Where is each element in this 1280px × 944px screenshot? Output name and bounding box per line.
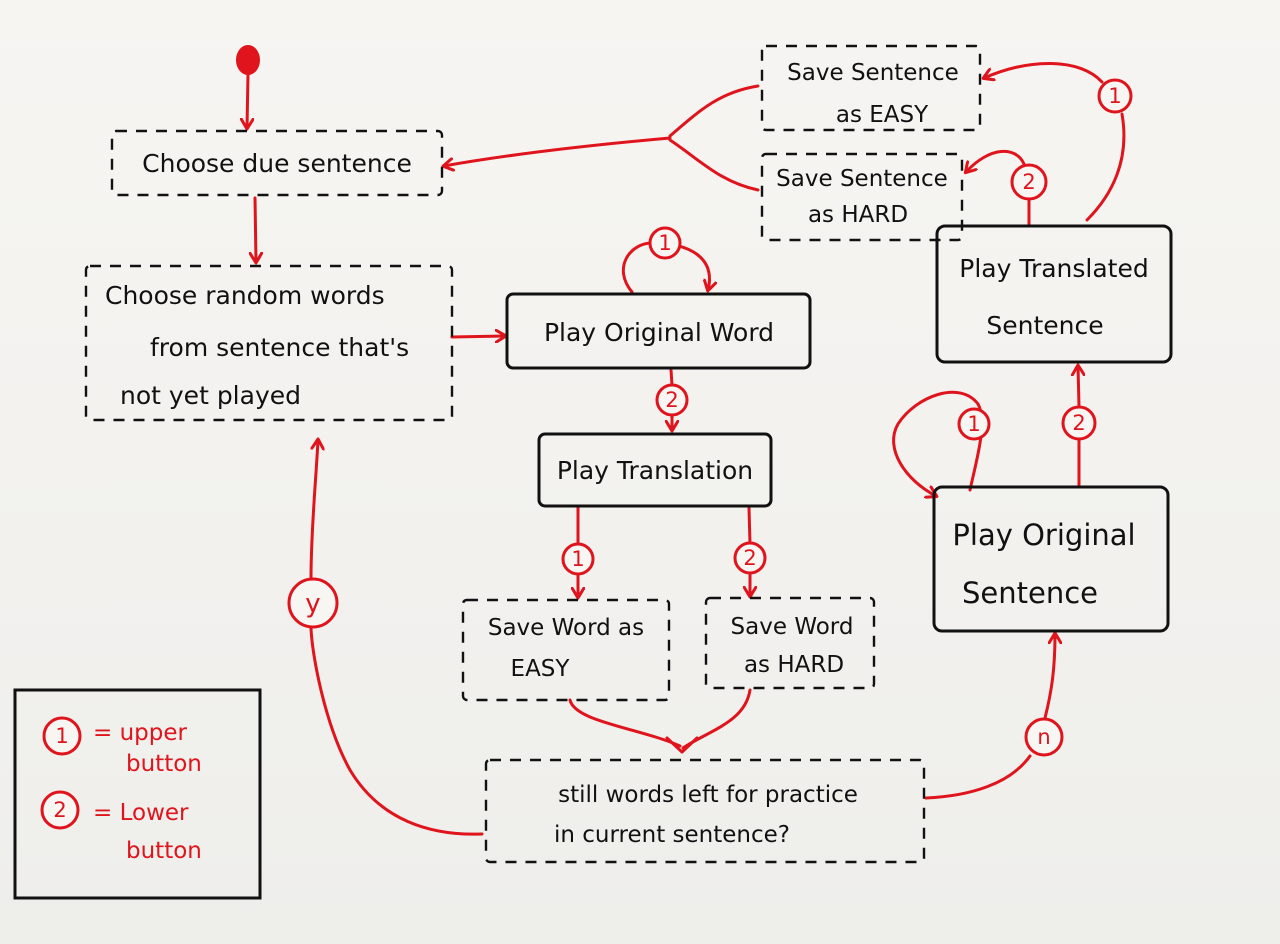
- edge-label-translated-hard: 2: [1010, 163, 1048, 201]
- node-choose-random-line1: Choose random words: [105, 281, 385, 310]
- node-save-word-hard-line2: as HARD: [744, 652, 844, 678]
- svg-text:n: n: [1037, 725, 1050, 749]
- edge-question-yes: [309, 626, 484, 836]
- node-save-sentence-easy-box: [760, 44, 982, 132]
- svg-text:1: 1: [55, 724, 68, 748]
- svg-text:2: 2: [665, 388, 678, 412]
- node-save-sentence-hard-line1: Save Sentence: [776, 166, 948, 192]
- legend-box: [13, 688, 262, 900]
- start-node: [236, 45, 260, 75]
- edge-label-no: n: [1024, 717, 1064, 757]
- node-save-word-easy-line1: Save Word as: [488, 615, 644, 641]
- node-save-sentence-easy-line1: Save Sentence: [787, 60, 959, 86]
- svg-text:2: 2: [53, 798, 66, 822]
- svg-text:2: 2: [1022, 170, 1035, 194]
- edge-question-no: [924, 754, 1032, 800]
- node-play-translation-box: [537, 432, 773, 508]
- edge-label-translation-hard: 2: [733, 541, 767, 575]
- edge-sentence-self-loop: [892, 390, 984, 496]
- edge-sentence-to-translated-upper: [1078, 366, 1079, 408]
- edge-easy-to-question: [568, 698, 682, 748]
- legend-upper-marker: 1: [42, 716, 82, 756]
- edge-start-to-due: [247, 72, 248, 128]
- edge-translation-to-hard: [747, 506, 752, 546]
- node-play-translation: Play Translation: [557, 456, 753, 485]
- node-play-original-sentence-line2: Sentence: [962, 576, 1098, 610]
- legend-upper-line2: button: [126, 751, 202, 777]
- node-play-original-sentence-line1: Play Original: [952, 518, 1135, 552]
- edge-label-translation-easy: 1: [561, 542, 595, 576]
- svg-text:y: y: [305, 589, 320, 619]
- node-play-translated-sentence-line2: Sentence: [986, 311, 1103, 340]
- node-still-words-box: [484, 758, 926, 864]
- edge-merge-arrowhead: [665, 736, 699, 754]
- node-still-words-line2: in current sentence?: [554, 822, 790, 848]
- edge-translated-to-easy-upper: [984, 62, 1104, 84]
- edge-hard-to-question: [681, 688, 752, 750]
- node-play-translated-sentence-box: [935, 224, 1173, 364]
- node-save-word-easy-box: [461, 598, 671, 702]
- node-play-original-word: Play Original Word: [544, 318, 774, 347]
- legend-lower-line1: = Lower: [93, 800, 189, 826]
- edge-label-sentence-to-translated: 2: [1061, 405, 1097, 441]
- node-play-translated-sentence-line1: Play Translated: [959, 254, 1148, 283]
- edge-translated-to-hard-upper: [966, 150, 1026, 172]
- node-save-word-easy-line2: EASY: [511, 656, 571, 682]
- node-save-sentence-easy-line2: as EASY: [836, 102, 929, 128]
- edge-question-yes-upper: [309, 440, 318, 580]
- svg-text:1: 1: [658, 231, 671, 255]
- edge-due-to-random: [255, 196, 256, 262]
- edge-label-word-to-translation: 2: [655, 383, 689, 417]
- node-choose-random-line2: from sentence that's: [150, 333, 409, 362]
- edge-label-translated-easy: 1: [1097, 78, 1133, 114]
- edge-merge-to-due: [444, 136, 672, 166]
- svg-text:2: 2: [743, 546, 756, 570]
- node-still-words-line1: still words left for practice: [558, 782, 858, 808]
- svg-text:2: 2: [1072, 411, 1085, 435]
- node-save-sentence-hard-line2: as HARD: [808, 202, 908, 228]
- edge-label-sentence-loop: 1: [957, 407, 991, 441]
- legend-upper-line1: = upper: [93, 720, 188, 746]
- legend-lower-line2: button: [126, 838, 202, 864]
- node-save-word-hard-box: [704, 596, 876, 690]
- node-play-original-sentence-box: [932, 485, 1170, 633]
- node-play-original-word-box: [505, 292, 812, 370]
- node-save-word-hard-line1: Save Word: [731, 614, 854, 640]
- edge-label-word-loop: 1: [648, 226, 682, 260]
- node-choose-due: Choose due sentence: [142, 149, 412, 178]
- edge-translated-to-easy: [1085, 112, 1126, 222]
- node-choose-random-line3: not yet played: [120, 381, 301, 410]
- legend-lower-marker: 2: [40, 790, 80, 830]
- edge-sentence-easy-to-due: [668, 84, 760, 138]
- svg-text:1: 1: [571, 547, 584, 571]
- edge-random-to-word: [450, 336, 505, 337]
- edge-question-no-upper: [1043, 634, 1055, 720]
- edge-label-yes: y: [287, 577, 339, 629]
- svg-text:1: 1: [1108, 84, 1121, 108]
- svg-text:1: 1: [967, 412, 980, 436]
- node-choose-due-box: [110, 129, 444, 197]
- edge-word-to-translation: [669, 368, 674, 387]
- edge-sentence-hard-to-due: [668, 138, 760, 192]
